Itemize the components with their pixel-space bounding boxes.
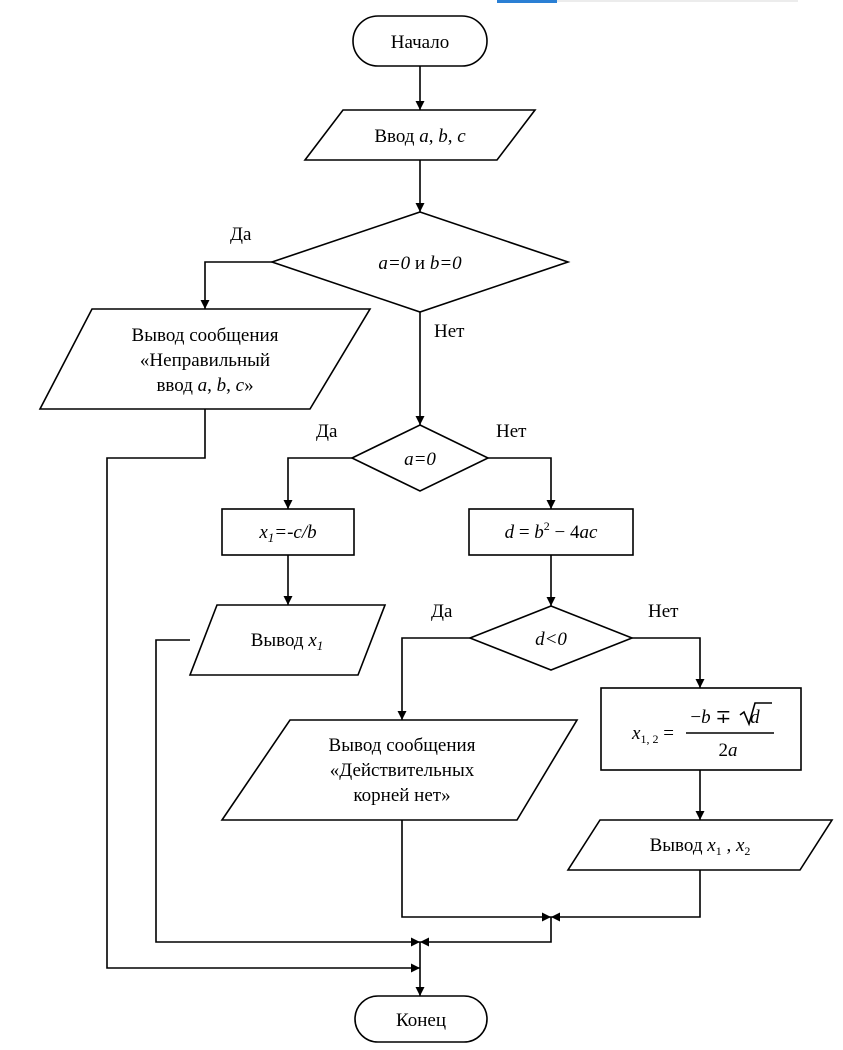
merge-output-roots-line: [551, 870, 701, 922]
input-abc-shape: [303, 109, 537, 161]
merge-right-branch-line: [420, 917, 552, 947]
decision-a0-and-b0-label: a=0 и b=0: [378, 253, 462, 274]
linear-root-process: [221, 508, 355, 556]
decision-3-no-label: Нет: [648, 601, 679, 622]
linear-root-label: x1=-c/b: [258, 522, 316, 545]
decision-a0: [350, 424, 490, 492]
decision-2-no-label: Нет: [496, 421, 527, 442]
end-terminal: [354, 995, 488, 1043]
roots-lhs: x1, 2 =: [631, 723, 674, 746]
decision-1-yes-label: Да: [230, 224, 252, 245]
error-message-line-3: ввод a, b, c»: [156, 375, 253, 396]
merge-no-roots-line: [401, 820, 551, 922]
output-x1-shape: [188, 604, 387, 676]
arrow-decision-1-yes: [200, 261, 272, 309]
no-roots-line-3: корней нет»: [353, 785, 450, 806]
decision-d-less-0: [467, 605, 635, 671]
error-message-line-2: «Неправильный: [140, 350, 270, 371]
arrow-decision-2-no: [488, 457, 556, 509]
merge-error-line: [106, 409, 420, 973]
start-label: Начало: [391, 32, 450, 53]
top-accent-bar: [497, 0, 557, 3]
output-roots-shape: [566, 819, 834, 871]
arrow-decision-3-yes: [397, 637, 470, 720]
input-abc-label: Ввод a, b, c: [374, 126, 466, 147]
decision-a0-label: a=0: [404, 449, 436, 470]
discriminant-label: d = b2 − 4ac: [505, 519, 598, 543]
arrow-decision-2-yes: [283, 457, 352, 509]
output-roots-label: Вывод x1 , x2: [650, 835, 751, 858]
decision-d-less-0-label: d<0: [535, 629, 567, 650]
roots-denominator: 2a: [719, 740, 738, 761]
decision-2-yes-label: Да: [316, 421, 338, 442]
roots-sqrt-sign: [739, 702, 772, 727]
decision-1-no-label: Нет: [434, 321, 465, 342]
roots-numerator: −b ∓ d: [690, 707, 760, 728]
error-message-line-1: Вывод сообщения: [132, 325, 279, 346]
error-message-shape: [38, 308, 372, 410]
no-roots-line-2: «Действительных: [330, 760, 475, 781]
arrow-decision-3-no: [632, 637, 705, 688]
decision-3-yes-label: Да: [431, 601, 453, 622]
end-label: Конец: [396, 1010, 446, 1031]
merge-output-x1-line: [155, 639, 420, 947]
no-roots-line-1: Вывод сообщения: [329, 735, 476, 756]
roots-formula-process: [600, 687, 802, 771]
output-x1-label: Вывод x1: [251, 630, 324, 653]
no-roots-message-shape: [220, 719, 579, 821]
